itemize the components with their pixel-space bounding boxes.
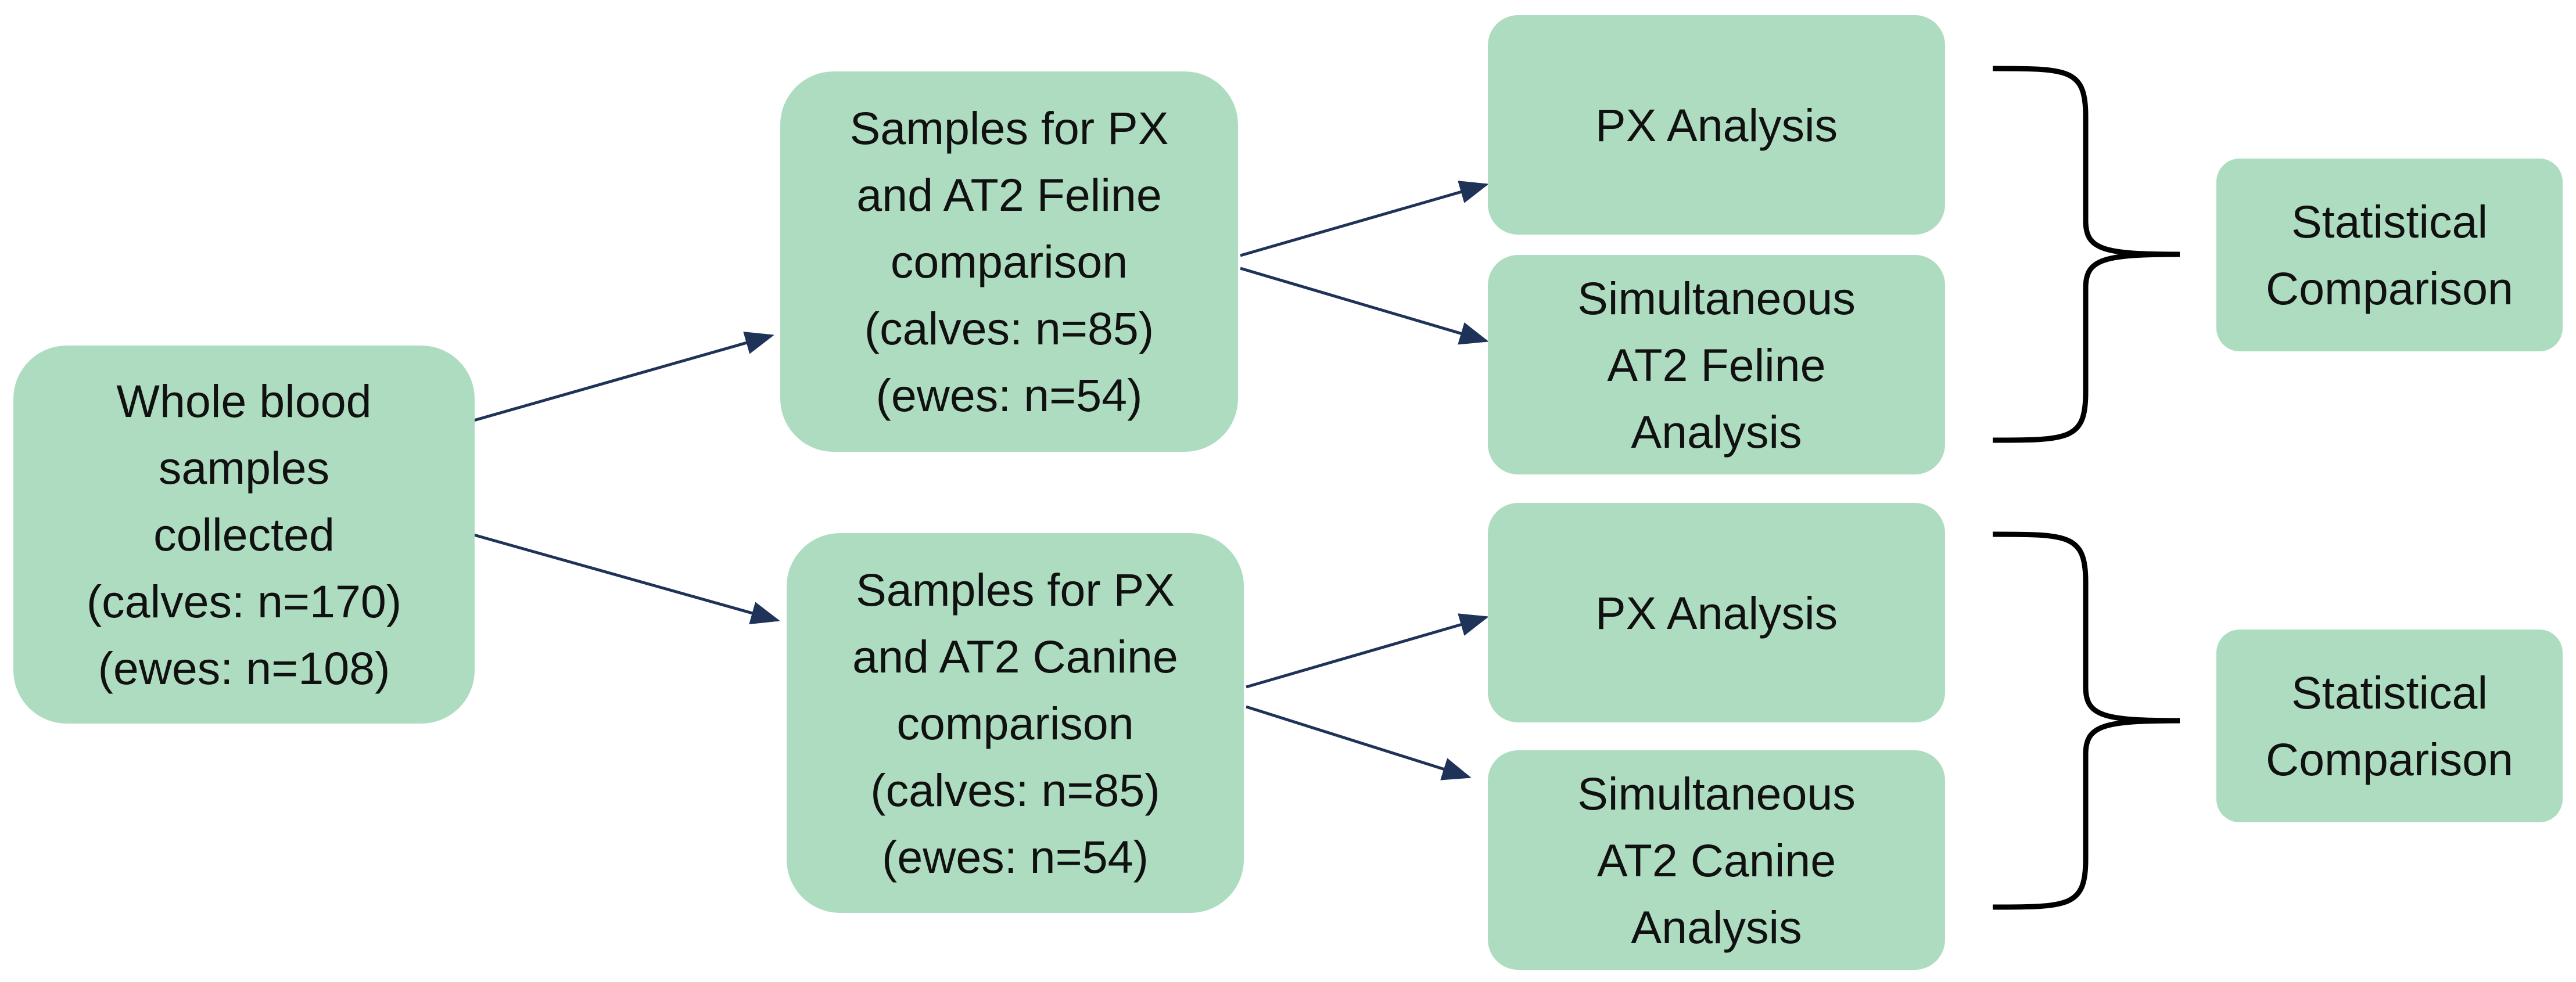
box-line: Samples for PX [849,102,1169,154]
box-line: Simultaneous [1577,767,1856,819]
px-analysis-canine-box: PX Analysis [1488,503,1945,722]
box-line: collected [153,509,335,560]
brace-canine [1992,531,2180,910]
box-line: Analysis [1631,405,1802,458]
box-line: Simultaneous [1577,272,1856,324]
arrow-source-to-canine [471,533,780,625]
box-line: (ewes: n=54) [882,830,1149,883]
whole-blood-samples-box: Whole blood samples collected (calves: n… [13,346,475,724]
box-line: AT2 Feline [1607,339,1826,391]
box-line: AT2 Canine [1596,834,1836,886]
canine-comparison-samples-box: Samples for PX and AT2 Canine comparison… [787,533,1244,913]
box-line: and AT2 Canine [852,630,1178,682]
box-line: comparison [890,236,1128,287]
brace-feline [1992,66,2180,443]
box-line: Samples for PX [856,563,1175,616]
feline-comparison-samples-box: Samples for PX and AT2 Feline comparison… [780,71,1238,452]
box-line: Comparison [2266,262,2513,314]
box-line: Analysis [1631,901,1802,953]
box-line: samples [158,442,330,494]
statistical-comparison-feline-box: Statistical Comparison [2216,159,2563,351]
arrow-source-to-feline [471,332,774,423]
box-line: Comparison [2266,733,2513,785]
simultaneous-at2-canine-analysis-box: Simultaneous AT2 Canine Analysis [1488,750,1945,970]
statistical-comparison-canine-box: Statistical Comparison [2216,630,2563,822]
box-line: (ewes: n=54) [876,369,1143,421]
arrow-feline-to-sim-feline [1240,267,1489,345]
box-line: PX Analysis [1595,99,1838,151]
arrow-feline-to-px [1240,181,1489,257]
box-line: Statistical [2291,667,2488,718]
arrow-canine-to-px [1246,613,1489,689]
box-line: (calves: n=170) [86,575,402,627]
box-line: (calves: n=85) [864,303,1154,354]
box-line: and AT2 Feline [856,169,1162,221]
box-line: (ewes: n=108) [98,642,390,694]
box-line: (calves: n=85) [870,764,1160,816]
box-line: comparison [896,697,1134,749]
box-line: Statistical [2291,196,2488,247]
arrow-canine-to-sim-canine [1246,705,1472,780]
box-line: PX Analysis [1595,587,1838,639]
box-line: Whole blood [116,375,372,427]
px-analysis-feline-box: PX Analysis [1488,15,1945,235]
simultaneous-at2-feline-analysis-box: Simultaneous AT2 Feline Analysis [1488,255,1945,474]
